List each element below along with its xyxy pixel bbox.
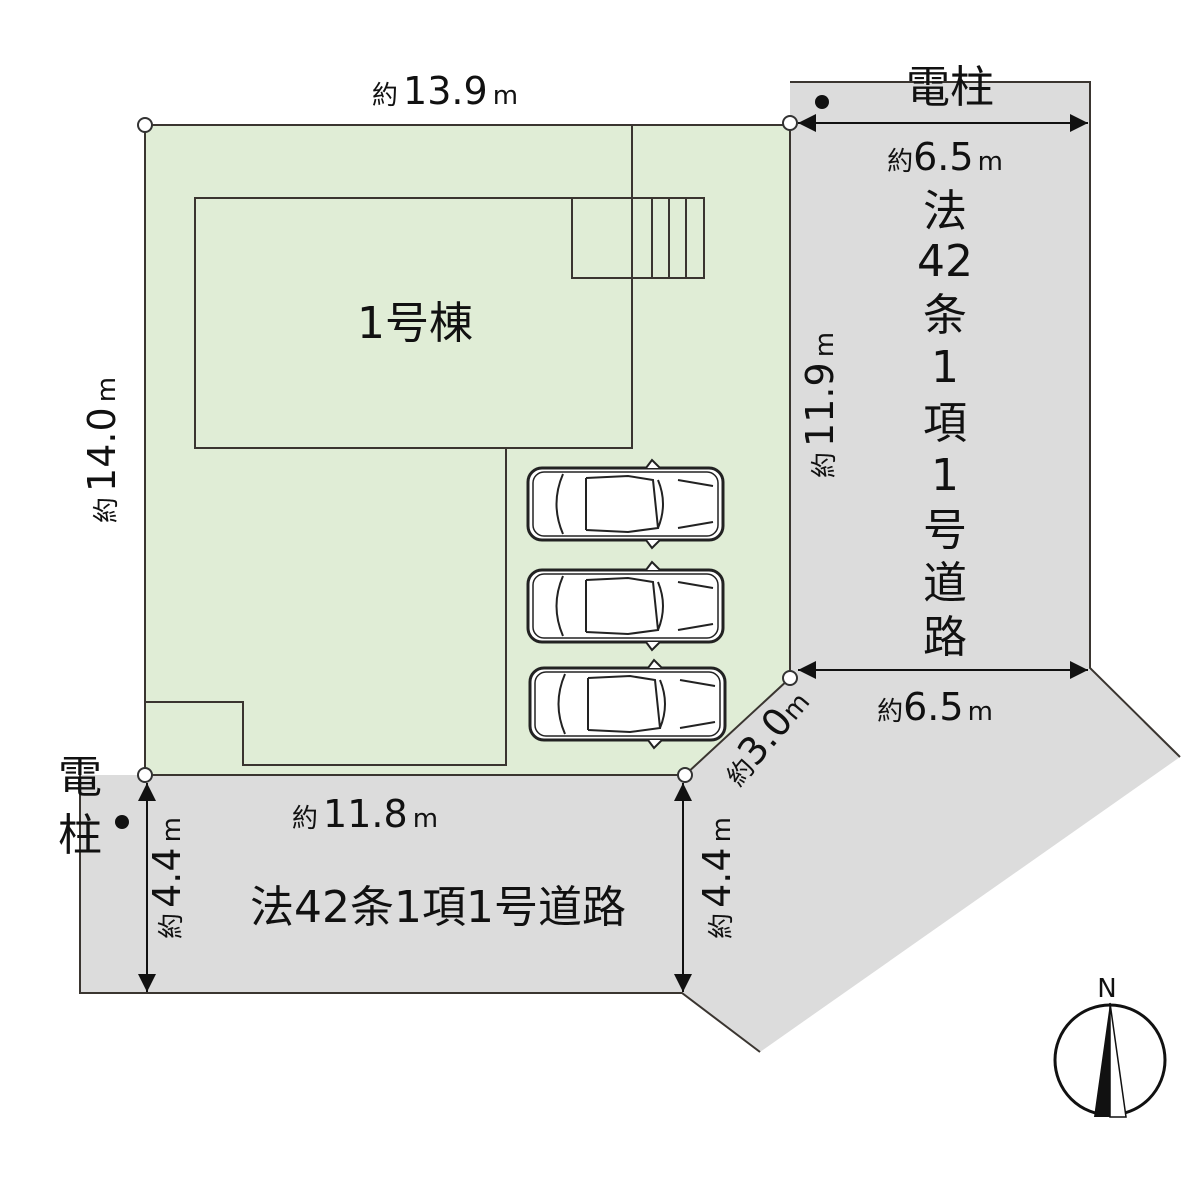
entrance-steps bbox=[571, 197, 705, 279]
dim-south: 約 11.8 m bbox=[292, 792, 438, 836]
dim-bottom-road-right: 約 4.4 m bbox=[695, 817, 739, 939]
boundary-marker bbox=[677, 767, 693, 783]
road-edge bbox=[79, 775, 761, 1053]
parking-car-1 bbox=[526, 458, 725, 550]
svg-text:法: 法 bbox=[923, 186, 967, 237]
dim-left: 約 14.0 m bbox=[80, 377, 124, 523]
road-label-bottom: 法42条1項1号道路 bbox=[250, 882, 626, 933]
utility-pole-icon bbox=[815, 95, 829, 109]
building-label: 1号棟 bbox=[357, 298, 473, 349]
svg-text:1: 1 bbox=[931, 342, 959, 393]
svg-text:路: 路 bbox=[923, 612, 967, 663]
svg-text:1: 1 bbox=[931, 450, 959, 501]
pole-label-left: 電 bbox=[58, 752, 102, 803]
dim-bottom-road-left: 約 4.4 m bbox=[145, 817, 189, 939]
parking-car-2 bbox=[526, 560, 725, 652]
north-compass-icon: N bbox=[1053, 974, 1167, 1118]
pole-label-top: 電柱 bbox=[906, 62, 994, 113]
pole-label-left: 柱 bbox=[58, 810, 102, 861]
garden-outline bbox=[145, 448, 507, 766]
svg-text:道: 道 bbox=[923, 558, 967, 609]
dim-east: 約 11.9 m bbox=[798, 332, 842, 478]
svg-text:条: 条 bbox=[923, 290, 967, 341]
boundary-marker bbox=[782, 115, 798, 131]
boundary-marker bbox=[782, 670, 798, 686]
road-edge bbox=[790, 81, 1181, 758]
road-area bbox=[80, 82, 1180, 1052]
dim-top: 約 13.9 m bbox=[372, 69, 518, 113]
road-label-right: 法 42 条 1 項 1 号 道 路 bbox=[917, 186, 973, 663]
svg-text:42: 42 bbox=[917, 236, 973, 287]
utility-pole-icon bbox=[115, 815, 129, 829]
boundary-marker bbox=[137, 117, 153, 133]
svg-text:号: 号 bbox=[923, 505, 967, 556]
svg-text:項: 項 bbox=[923, 398, 967, 449]
boundary-marker bbox=[137, 767, 153, 783]
parking-car-3 bbox=[528, 658, 727, 750]
north-label: N bbox=[1097, 974, 1116, 1004]
